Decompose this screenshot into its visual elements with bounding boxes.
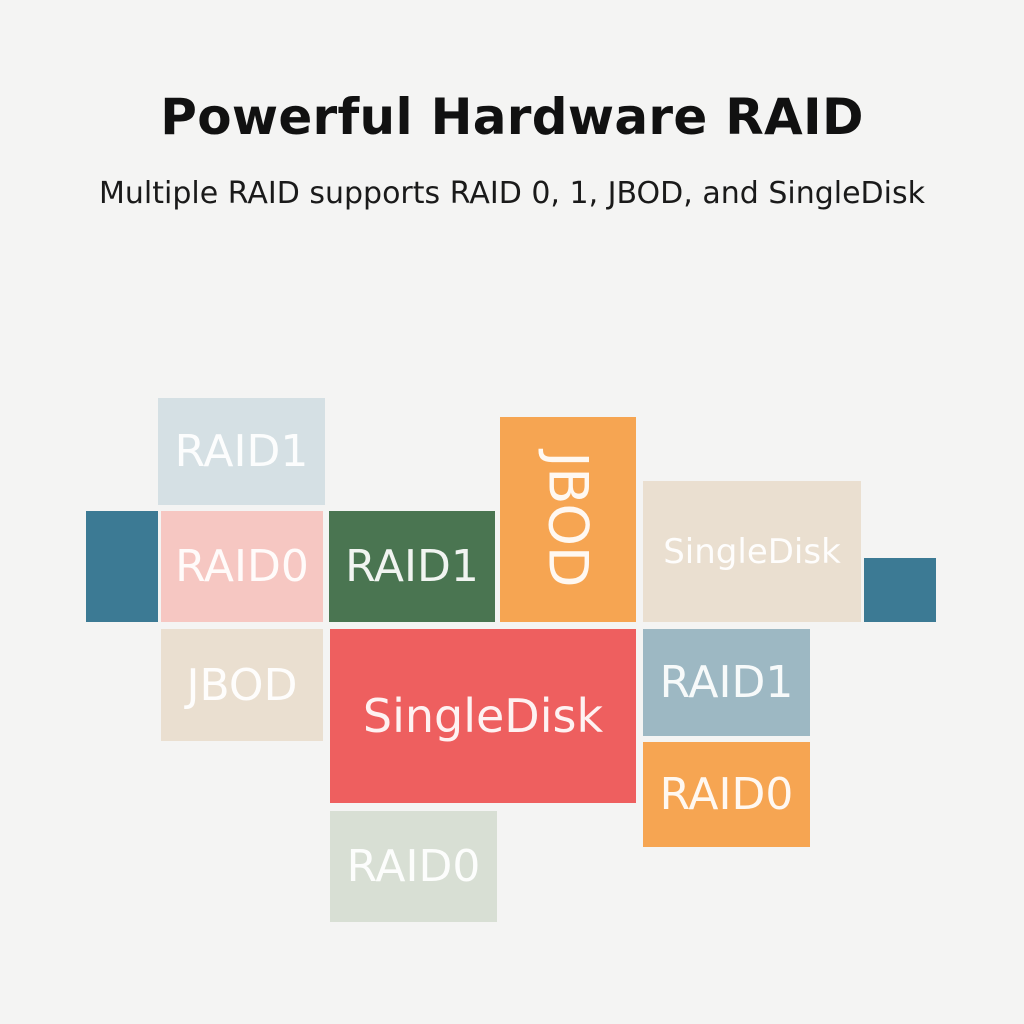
raid1-block-green: RAID1 [329, 511, 495, 622]
page-subtitle: Multiple RAID supports RAID 0, 1, JBOD, … [99, 176, 925, 211]
raid0-block-left-label: RAID0 [175, 541, 309, 592]
singledisk-block-beige: SingleDisk [643, 481, 861, 622]
singledisk-block-red: SingleDisk [330, 629, 636, 803]
raid1-block-top: RAID1 [158, 398, 325, 505]
teal-block-right [864, 558, 936, 622]
singledisk-block-beige-label: SingleDisk [663, 531, 841, 572]
jbod-block-beige: JBOD [161, 629, 323, 741]
raid1-block-blue-label: RAID1 [659, 657, 794, 708]
raid1-block-blue: RAID1 [643, 629, 810, 736]
jbod-block-orange-label: JBOD [536, 451, 600, 588]
raid1-block-green-label: RAID1 [345, 541, 479, 592]
jbod-block-beige-label: JBOD [186, 659, 298, 711]
raid0-block-orange: RAID0 [643, 742, 810, 847]
raid0-block-orange-label: RAID0 [659, 769, 794, 820]
raid0-block-bottom: RAID0 [330, 811, 497, 922]
teal-block-left [86, 511, 158, 622]
page-title: Powerful Hardware RAID [160, 88, 864, 146]
raid0-block-left: RAID0 [161, 511, 323, 622]
jbod-block-orange: JBOD [500, 417, 636, 622]
singledisk-block-red-label: SingleDisk [362, 689, 604, 743]
raid1-block-top-label: RAID1 [174, 426, 309, 477]
raid0-block-bottom-label: RAID0 [346, 841, 481, 892]
